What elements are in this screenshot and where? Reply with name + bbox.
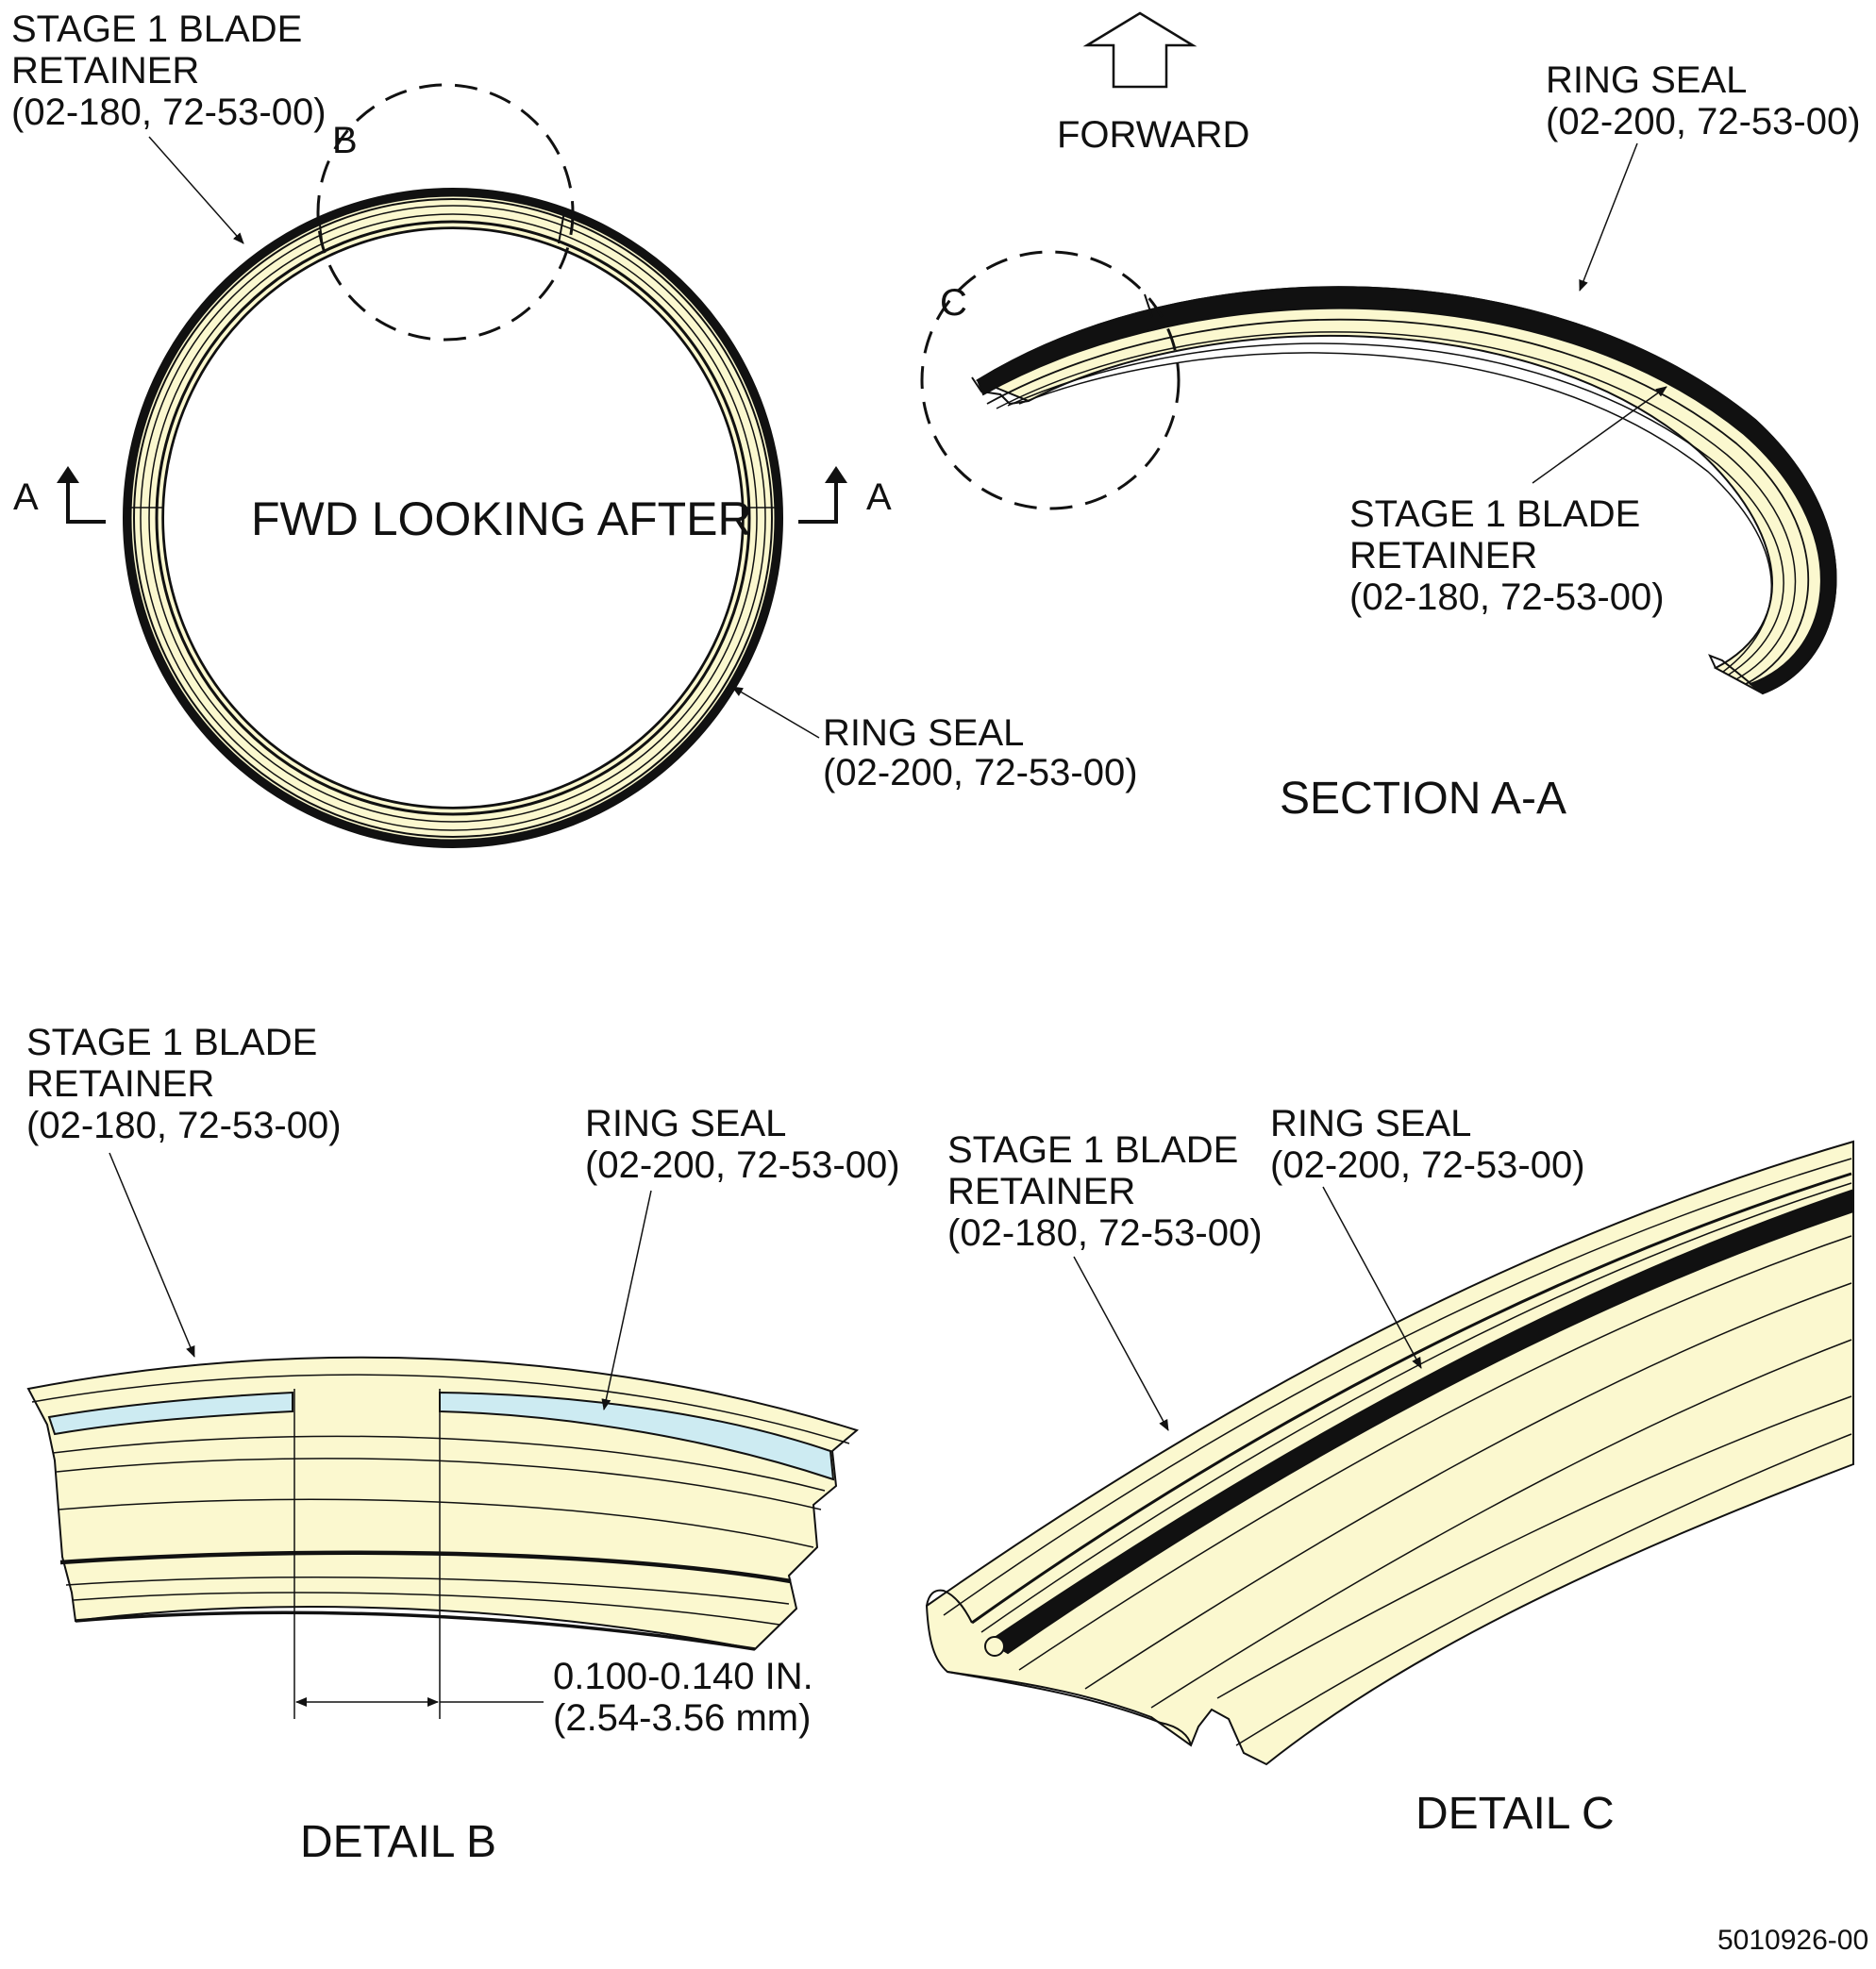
section-marker-left: A [13,476,39,518]
detail-c-marker: C [940,282,967,324]
ring-seal-outer-band [123,188,783,848]
detail-b-title: DETAIL B [300,1817,496,1867]
detail-b-ring-seal-left [47,1391,293,1436]
detail-c-view [925,1140,1855,1766]
ring-seal-label-top-left: RING SEAL (02-200, 72-53-00) [823,712,1138,793]
section-a-a-title: SECTION A-A [1280,774,1566,824]
ring-seal-label-bottom-right: RING SEAL (02-200, 72-53-00) [1270,1103,1585,1186]
detail-b-view [26,1152,860,1719]
detail-b-callout-circle [316,83,575,342]
section-arrow-right: A [798,466,892,524]
circle-center-label: FWD LOOKING AFTER [251,492,752,545]
retainer-label-bottom-left: STAGE 1 BLADE RETAINER (02-180, 72-53-00… [26,1022,342,1146]
section-arrow-left: A [13,466,106,524]
retainer-label-top-right: STAGE 1 BLADE RETAINER (02-180, 72-53-00… [1349,493,1665,618]
retainer-label-bottom-right: STAGE 1 BLADE RETAINER (02-180, 72-53-00… [947,1129,1263,1254]
ring-assembly-front-view: B A A FWD LOOKING AFTER [13,83,892,848]
section-a-a-view: C [920,142,1837,695]
detail-c-ring-seal [987,1189,1855,1655]
ring-seal-label-bottom-left: RING SEAL (02-200, 72-53-00) [585,1103,900,1186]
gap-dimension-label: 0.100-0.140 IN. (2.54-3.56 mm) [553,1656,824,1739]
detail-c-title: DETAIL C [1415,1789,1615,1839]
forward-label: FORWARD [1057,114,1249,156]
retainer-label-top-left: STAGE 1 BLADE RETAINER (02-180, 72-53-00… [11,8,327,133]
ring-seal-label-top-right: RING SEAL (02-200, 72-53-00) [1546,59,1861,142]
detail-b-marker: B [332,120,358,161]
section-marker-right: A [866,476,892,518]
detail-c-callout-circle [920,250,1181,510]
detail-b-ring-seal-right [439,1391,835,1481]
document-number: 5010926-00 [1717,1925,1868,1956]
forward-arrow-icon [1082,11,1198,89]
